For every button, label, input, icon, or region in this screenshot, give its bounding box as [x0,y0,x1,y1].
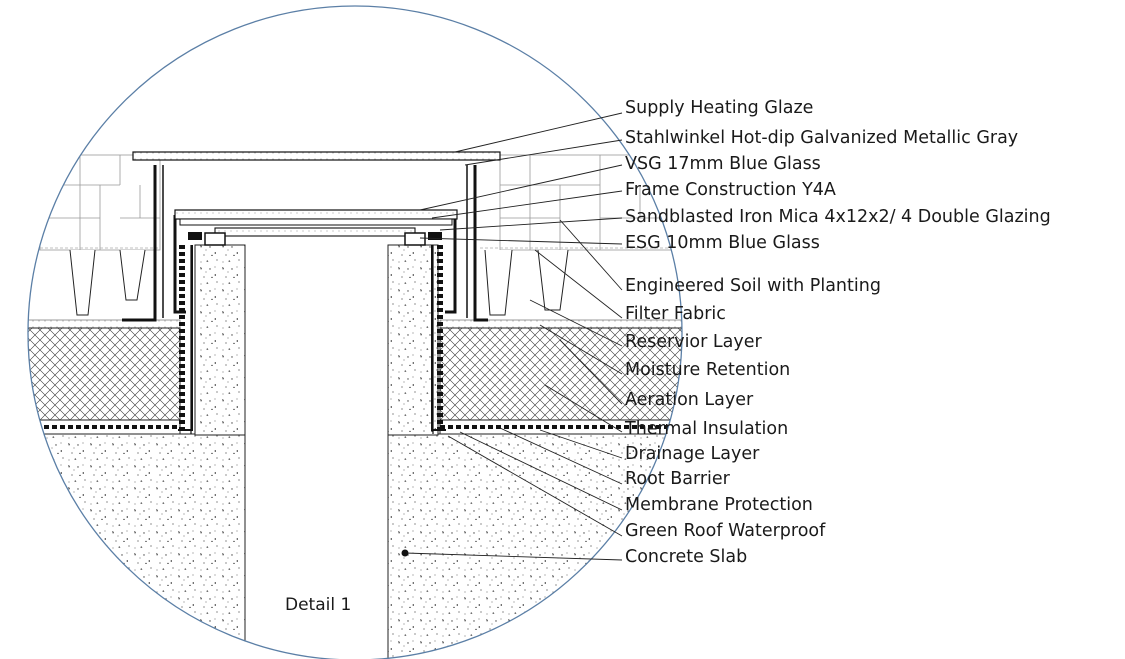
concrete-slab-marker [401,549,409,557]
detail-title: Detail 1 [285,595,351,615]
label-moisture-retention: Moisture Retention [625,360,790,380]
label-frame-construction: Frame Construction Y4A [625,180,836,200]
concrete-slab-left [28,433,246,659]
paving-blocks-right [480,154,682,316]
label-stahlwinkel: Stahlwinkel Hot-dip Galvanized Metallic … [625,128,1018,148]
label-drainage-layer: Drainage Layer [625,444,760,464]
label-reservior-layer: Reservior Layer [625,332,762,352]
section-drawing [28,151,682,659]
label-vsg-17mm: VSG 17mm Blue Glass [625,154,821,174]
concrete-upstand-right [387,244,439,436]
paving-blocks-left [30,154,161,316]
label-supply-heating-glaze: Supply Heating Glaze [625,98,813,118]
label-root-barrier: Root Barrier [625,469,731,489]
label-filter-fabric: Filter Fabric [625,304,726,324]
label-concrete-slab: Concrete Slab [625,547,747,567]
label-engineered-soil: Engineered Soil with Planting [625,276,881,296]
label-green-roof-waterproof: Green Roof Waterproof [625,521,826,541]
concrete-upstand-left [194,244,246,436]
label-esg-10mm: ESG 10mm Blue Glass [625,233,820,253]
label-sandblasted-iron-mica: Sandblasted Iron Mica 4x12x2/ 4 Double G… [625,207,1051,227]
upstand-wrap [178,245,446,434]
label-thermal-insulation: Thermal Insulation [624,419,788,439]
leader-lines [404,112,623,561]
label-membrane-protection: Membrane Protection [625,495,813,515]
drainage-layers [28,419,682,435]
callout-labels: Supply Heating Glaze Stahlwinkel Hot-dip… [624,98,1051,567]
detail-circle [27,5,683,659]
frame-construction [122,165,488,322]
label-aeration-layer: Aeration Layer [625,390,754,410]
thermal-insulation-left [28,327,181,421]
glazing-assembly [132,151,501,246]
